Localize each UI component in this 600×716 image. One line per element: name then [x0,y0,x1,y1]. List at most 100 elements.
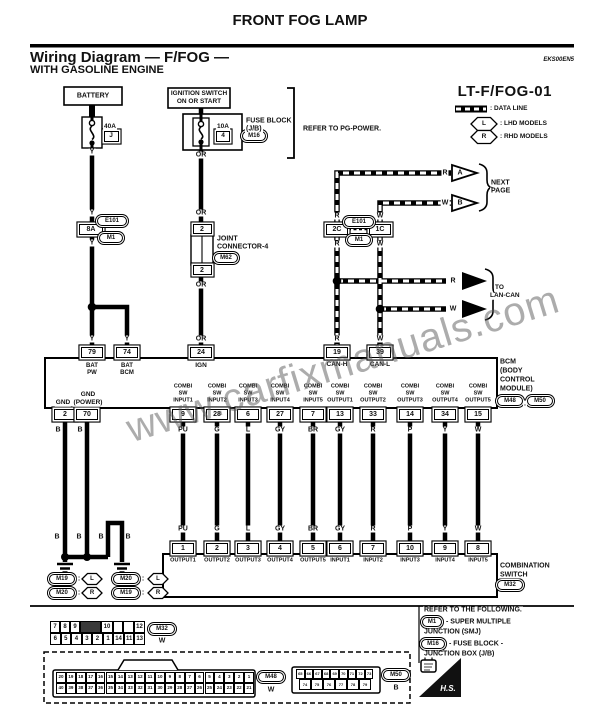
combination-switch-m32: M32 [497,580,523,590]
m50-connector-grid-cell-78: 78 [347,679,359,690]
m48-connector-grid-cell-25: 25 [204,683,215,694]
connector-2c: 2C [326,223,348,235]
wire-color: W [473,525,483,533]
footer-jb-line1: - FUSE BLOCK - [448,640,505,648]
bcm-ign: IGN [194,361,208,370]
connector-e101: E101 [97,216,127,226]
m48-connector-grid-cell-38: 38 [75,683,86,694]
m50-connector-grid-cell-77: 77 [335,679,347,690]
wire-color: GY [333,525,347,533]
m32-connector-grid-cell-4: 4 [71,633,82,645]
next-page-arrows [451,163,494,213]
bcm-combi-label: INPUT5 [302,397,324,404]
ground-m20-rhd: M20 [49,588,75,598]
combi-sw-label: INPUT4 [434,557,456,564]
m48-connector-grid-cell-36: 36 [95,683,106,694]
m48-connector-grid-cell-20: 20 [56,672,66,683]
ground-m20-lhd: M20 [113,574,139,584]
joint-connector-pin-top: 2 [192,224,212,234]
m48-connector-grid-cell-23: 23 [224,683,235,694]
m48-connector-grid-cell-31: 31 [145,683,155,694]
wire-color: L [244,426,252,434]
wire-color: B [75,533,83,541]
bcm-combi-label: SW [404,390,416,397]
bcm-combi-label: SW [211,390,223,397]
combi-pin-3: 3 [237,542,259,554]
wire-color: W [473,426,483,434]
footer-smj-line1: - SUPER MULTIPLE [445,618,512,626]
m32-connector-grid-cell-7: 7 [50,621,60,633]
connector-e101-2: E101 [344,217,374,227]
combination-switch-name-1: COMBINATION [499,562,551,570]
to-lan-can-line1: TO [494,283,505,292]
bcm-pin-39: 39 [369,346,391,358]
bcm-combi-label: SW [274,390,286,397]
bcm-name-4: MODULE) [499,385,534,393]
wire-color: Y [441,426,449,434]
combi-sw-label: OUTPUT4 [266,557,294,564]
wire-color: P [406,525,414,533]
m48-connector-grid-cell-32: 32 [135,683,146,694]
header-rule [30,44,574,48]
m48-connector-grid-cell-26: 26 [194,683,205,694]
bcm-combi-label: COMBI [302,383,324,390]
wire-color: GY [273,426,287,434]
bcm-combi-label: INPUT2 [206,397,228,404]
m32-connector-grid-cell-12: 12 [134,621,145,633]
m48-connector-grid-cell-34: 34 [115,683,126,694]
bcm-combi-label: OUTPUT3 [396,397,424,404]
m48-connector-grid-cell-17: 17 [85,672,96,683]
fuse-4: 4 [216,130,230,142]
wire-color: Y [88,209,96,217]
combi-pin-5: 5 [302,542,324,554]
bcm-pin-2: 2 [54,408,76,420]
bcm-bat-pw-1: BAT [85,363,99,369]
bcm-combi-label: COMBI [399,383,421,390]
m48-connector-grid-cell-14: 14 [115,672,126,683]
pinout-m32-color: W [157,637,167,645]
can-data-lines [334,170,451,347]
fuse-block-line1: FUSE BLOCK [245,117,293,125]
bcm-gnd-power-1: GND [79,390,97,399]
m48-connector-grid-cell-18: 18 [75,672,86,683]
legend-rhd-label: : RHD MODELS [500,133,548,140]
wire-color: PU [177,426,189,434]
bcm-pin-7: 7 [302,408,324,420]
wire-color: OR [194,281,208,289]
m32-connector-grid-cell-13: 13 [134,633,145,645]
bcm-combi-label: OUTPUT4 [431,397,459,404]
combi-sw-label: INPUT1 [329,557,351,564]
bcm-pin-70: 70 [76,408,98,420]
m48-connector-grid-cell-8: 8 [174,672,185,683]
bcm-combi-label: SW [439,390,451,397]
hex-rhd-letter: R [89,590,95,596]
m48-connector-grid-cell-35: 35 [105,683,116,694]
wire-color: GY [333,426,347,434]
m48-connector-grid-cell-21: 21 [244,683,254,694]
bcm-combi-label: SW [242,390,254,397]
wire-color: B [53,533,61,541]
fuse-block-box [182,113,243,151]
m48-connector-grid-cell-28: 28 [174,683,185,694]
wire-color: W [440,199,450,207]
engine-subtitle: WITH GASOLINE ENGINE [30,64,164,76]
m32-connector-grid-cell-14: 14 [113,633,124,645]
wire-color: L [244,525,252,533]
wire-color: G [213,525,221,533]
connector-detail-box [43,651,411,704]
combi-pin-2: 2 [206,542,228,554]
fuse-j: J [103,130,119,142]
wire-color: R [333,335,341,343]
wire-color: BR [306,426,320,434]
wire-color: R [369,426,377,434]
lhd-rhd-hexagons [81,116,498,600]
bcm-combi-label: COMBI [206,383,228,390]
wire-color: Y [88,148,96,156]
bcm-combi-label: OUTPUT1 [326,397,354,404]
bcm-combi-label: SW [334,390,346,397]
wire-color: W [375,212,385,220]
wire-color: G [213,426,221,434]
bcm-combi-label: COMBI [467,383,489,390]
ground-m19-lhd: M19 [49,574,75,584]
